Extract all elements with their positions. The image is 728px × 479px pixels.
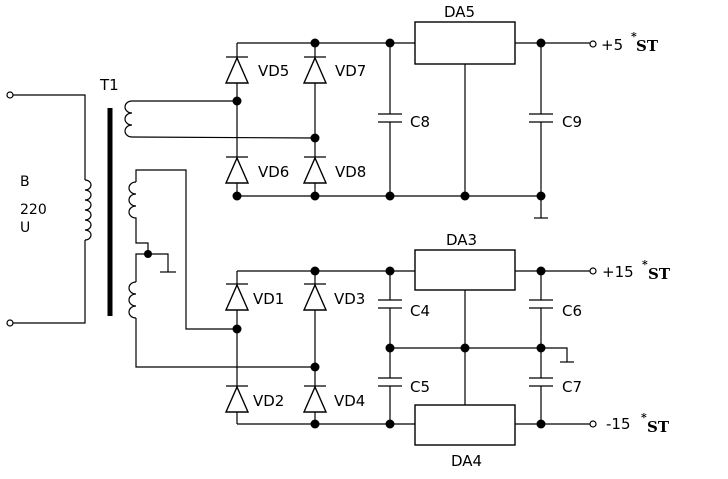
mains-input: B 220 U [6, 91, 92, 327]
diode-vd2 [224, 385, 250, 413]
capacitor-c8 [378, 43, 402, 196]
bridge-rectifier-15v: VD1 VD2 VD3 VD4 [224, 266, 415, 429]
transformer-t1: T1 [99, 76, 119, 316]
diode-vd4 [302, 385, 328, 413]
label-c7: C7 [562, 378, 582, 396]
output-terminal-plus5 [589, 40, 597, 48]
star-plus15: * [642, 258, 648, 271]
label-c6: C6 [562, 302, 582, 320]
diode-vd5 [224, 56, 250, 84]
label-output-plus5: +5 [601, 36, 623, 54]
label-da5: DA5 [444, 3, 475, 21]
output-terminal-plus15 [589, 267, 597, 275]
transformer-label: T1 [99, 76, 119, 94]
label-output-plus15: +15 [602, 263, 634, 281]
label-c9: C9 [562, 113, 582, 131]
regulator-section-5v: C8 DA5 C9 +5 * ST [378, 3, 659, 219]
diode-vd3 [302, 283, 328, 311]
tag-minus15: ST [647, 418, 670, 436]
capacitor-c7 [529, 348, 553, 424]
label-vd1: VD1 [253, 290, 284, 308]
capacitor-c9 [529, 43, 553, 218]
label-c4: C4 [410, 302, 430, 320]
label-vd6: VD6 [258, 163, 289, 181]
tag-plus15: ST [648, 265, 671, 283]
label-da4: DA4 [451, 452, 482, 470]
regulator-section-15v: C4 C5 DA3 DA4 C6 C7 [378, 231, 671, 470]
label-vd5: VD5 [258, 62, 289, 80]
regulator-da3 [414, 249, 516, 291]
diode-vd7 [302, 56, 328, 84]
regulator-da5 [414, 21, 516, 65]
input-label-b: B [20, 174, 30, 190]
diode-vd1 [224, 283, 250, 311]
label-vd2: VD2 [253, 392, 284, 410]
label-output-minus15: -15 [606, 415, 631, 433]
capacitor-c4 [378, 271, 402, 348]
star-minus15: * [641, 411, 647, 424]
diode-vd6 [224, 156, 250, 184]
star-plus5: * [631, 30, 637, 43]
label-da3: DA3 [446, 231, 477, 249]
diode-vd8 [302, 156, 328, 184]
input-terminal-bottom [6, 319, 14, 327]
primary-winding [84, 179, 92, 241]
label-vd7: VD7 [335, 62, 366, 80]
secondary-winding-5v [124, 100, 316, 139]
label-c5: C5 [410, 378, 430, 396]
label-vd3: VD3 [334, 290, 365, 308]
label-vd8: VD8 [335, 163, 366, 181]
capacitor-c6 [529, 271, 553, 348]
input-label-unit: U [20, 220, 30, 236]
secondary-winding-15v [128, 169, 315, 368]
regulator-da4 [414, 404, 516, 446]
label-vd4: VD4 [334, 392, 365, 410]
input-label-voltage: 220 [20, 202, 47, 218]
label-c8: C8 [410, 113, 430, 131]
input-terminal-top [6, 91, 14, 99]
tag-plus5: ST [636, 37, 659, 55]
output-terminal-minus15 [589, 420, 597, 428]
capacitor-c5 [378, 348, 402, 424]
